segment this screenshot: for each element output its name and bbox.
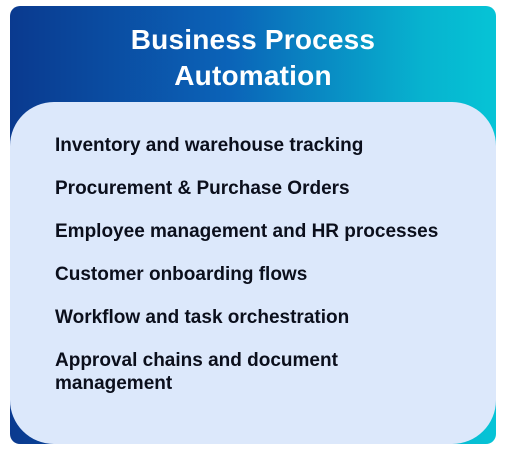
list-item: Approval chains and document management bbox=[55, 350, 338, 394]
list-item: Inventory and warehouse tracking bbox=[55, 135, 364, 156]
feature-card: Business Process Automation Inventory an… bbox=[10, 6, 496, 444]
list-item: Customer onboarding flows bbox=[55, 264, 308, 285]
list-item: Workflow and task orchestration bbox=[55, 307, 350, 328]
card-title-line-2: Automation bbox=[174, 60, 332, 91]
feature-list-panel: Inventory and warehouse tracking Procure… bbox=[10, 102, 496, 444]
card-title: Business Process Automation bbox=[10, 22, 496, 94]
card-title-line-1: Business Process bbox=[130, 24, 376, 55]
list-item: Employee management and HR processes bbox=[55, 221, 439, 242]
list-item: Procurement & Purchase Orders bbox=[55, 178, 350, 199]
feature-list: Inventory and warehouse tracking Procure… bbox=[55, 134, 455, 395]
